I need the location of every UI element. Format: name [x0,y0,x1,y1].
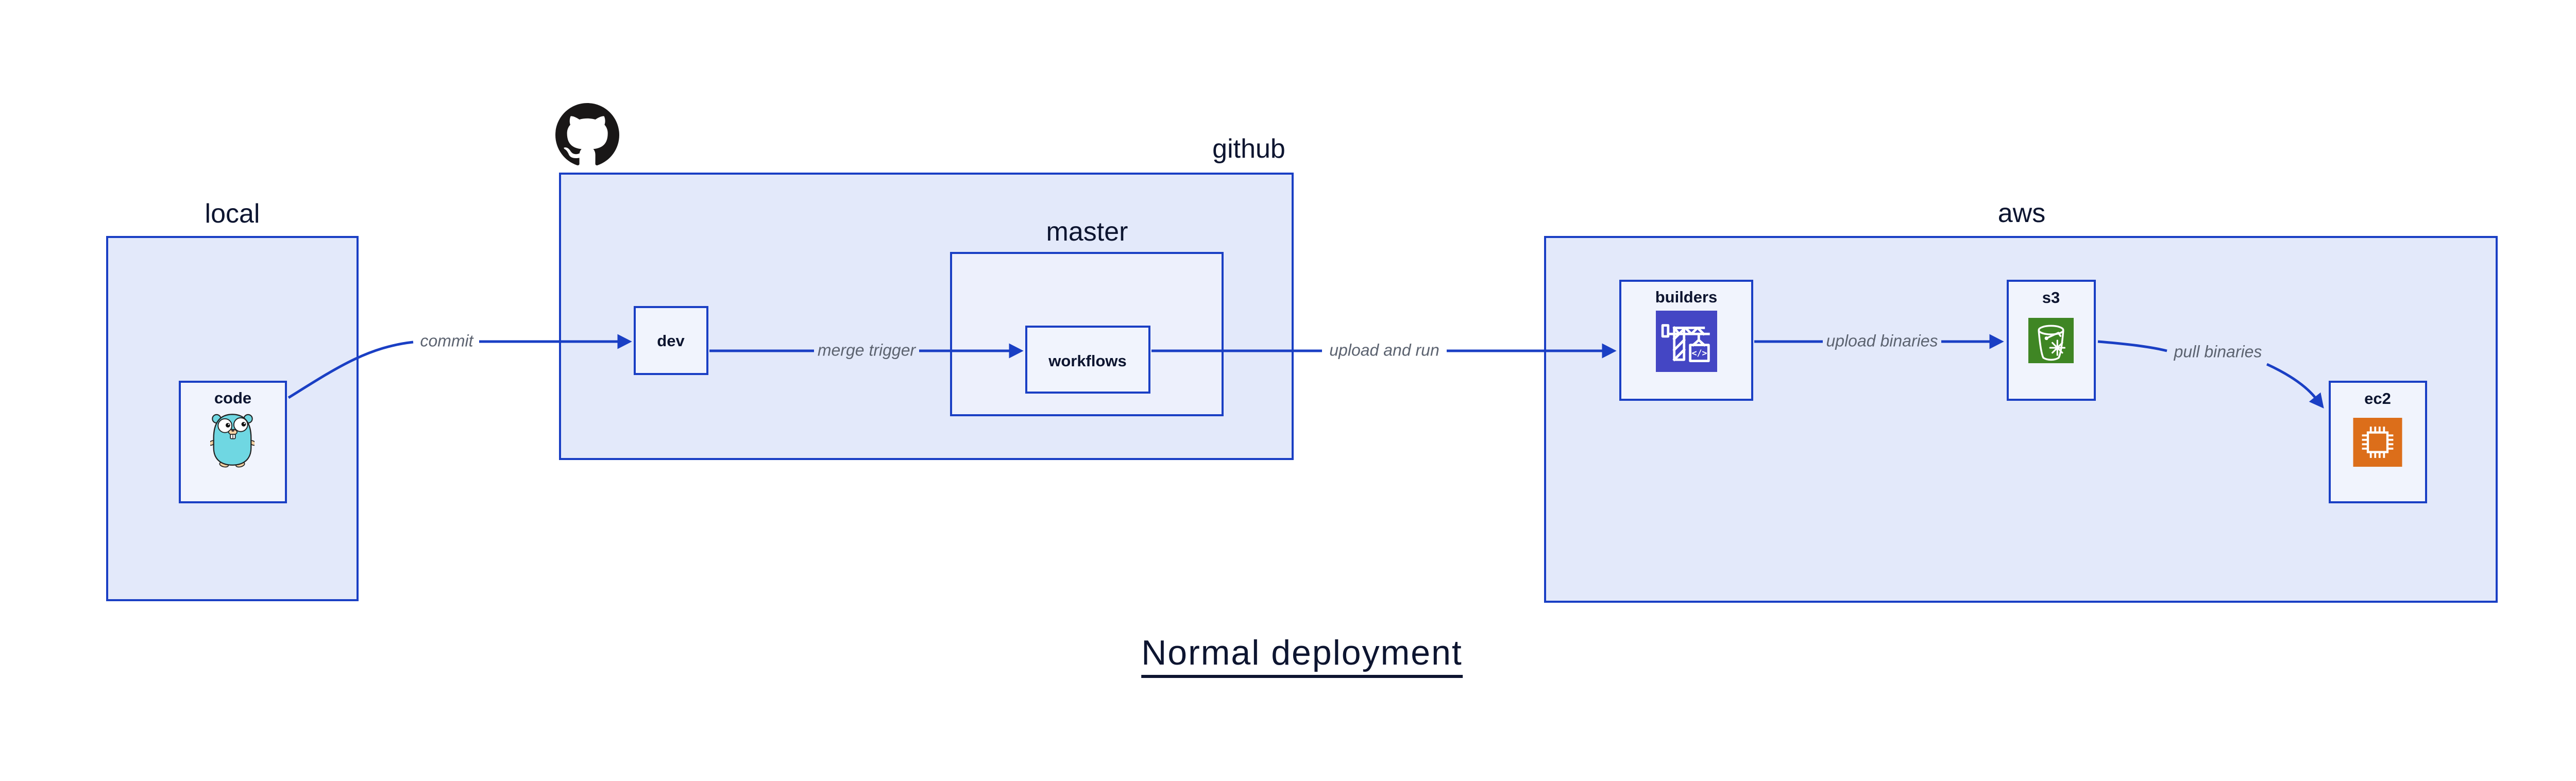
code-brackets-glyph: </> [1691,348,1707,358]
aws-group-label: aws [1997,198,2046,228]
github-group-label: github [1212,134,1285,164]
diagram-title: Normal deployment [1141,633,1463,678]
workflows-node-label: workflows [1048,352,1127,370]
s3-bucket-snowflake-icon [2028,318,2074,363]
master-group-label: master [1046,217,1128,247]
go-gopher-icon [210,414,255,468]
ec2-node-label: ec2 [2364,389,2391,408]
edge-label-upload-and-run: upload and run [1329,341,1439,360]
edge-label-pull-binaries: pull binaries [2174,342,2262,361]
workflows-node-box [1025,326,1150,394]
edge-label-commit: commit [420,331,473,350]
dev-node-label: dev [657,332,685,350]
github-octocat-icon [555,103,619,165]
code-node-label: code [214,389,252,407]
codebuild-crane-icon: </> [1656,311,1717,372]
edge-label-upload-binaries: upload binaries [1826,331,1938,350]
edge-label-merge-trigger: merge trigger [817,341,916,360]
s3-node-box [2007,280,2096,401]
builders-node-box [1619,280,1753,401]
builders-node-label: builders [1655,288,1718,306]
local-group-label: local [205,199,260,229]
ec2-node-box [2329,381,2427,503]
ec2-chip-icon [2353,418,2402,467]
s3-node-label: s3 [2042,288,2060,307]
dev-node-box [634,306,708,375]
